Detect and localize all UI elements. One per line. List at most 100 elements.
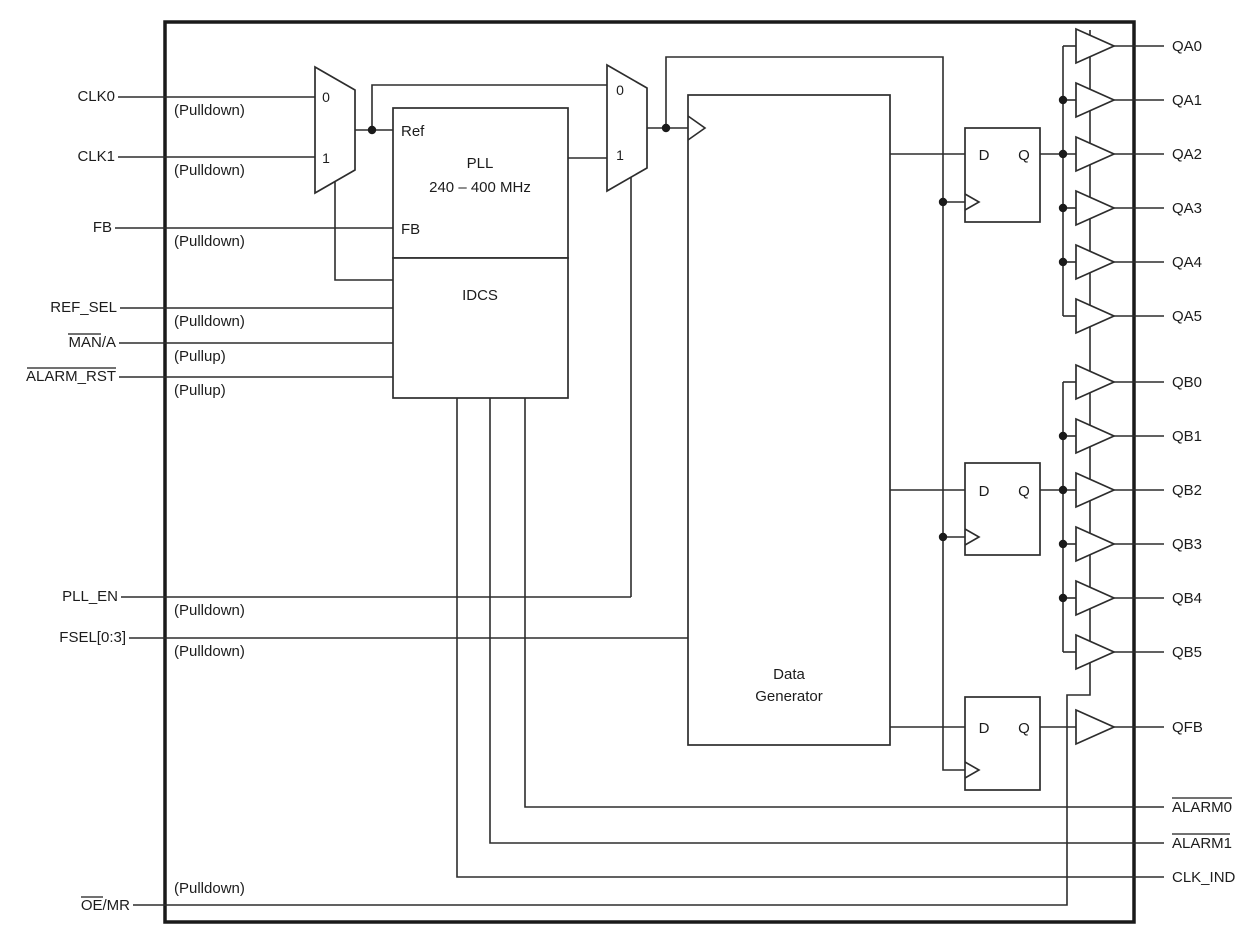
buffer-qfb-icon xyxy=(1075,708,1117,746)
blocks xyxy=(314,27,1117,791)
buffer-qa3-icon xyxy=(1075,189,1117,227)
junction-dot xyxy=(1058,95,1068,105)
buffer-qb5-icon xyxy=(1075,633,1117,671)
pin-label-qb3: QB3 xyxy=(1172,536,1202,553)
pull-note-ref-sel: (Pulldown) xyxy=(174,313,245,330)
pull-note-man-a: (Pullup) xyxy=(174,348,226,365)
buffer-qa1-icon xyxy=(1075,81,1117,119)
mux1-input-0-label: 0 xyxy=(322,89,330,105)
pin-label-clk0: CLK0 xyxy=(77,88,115,105)
clock-wedge-icon xyxy=(964,528,981,546)
buffer-qb2-icon xyxy=(1075,471,1117,509)
idcs-block xyxy=(392,257,569,399)
bypass-mux xyxy=(606,63,648,193)
pll-range: 240 – 400 MHz xyxy=(429,179,531,196)
pll-title: PLL xyxy=(467,155,494,172)
wires xyxy=(115,30,1164,906)
dff-qa-block xyxy=(964,127,1041,223)
pin-label-qb5: QB5 xyxy=(1172,644,1202,661)
wire-oe-mr xyxy=(133,30,1091,906)
pin-label-qa3: QA3 xyxy=(1172,200,1202,217)
mux2-input-0-label: 0 xyxy=(616,82,624,98)
dff-qfb-q-label: Q xyxy=(1018,720,1030,737)
buffer-qb0-icon xyxy=(1075,363,1117,401)
pin-label-clk1: CLK1 xyxy=(77,148,115,165)
pin-label-alarm1: ALARM1 xyxy=(1172,835,1232,852)
pull-note-fsel: (Pulldown) xyxy=(174,643,245,660)
pull-note-clk0: (Pulldown) xyxy=(174,102,245,119)
pin-label-qa2: QA2 xyxy=(1172,146,1202,163)
junction-dot xyxy=(1058,485,1068,495)
junction-dot xyxy=(1058,257,1068,267)
data-generator-title-line1: Data xyxy=(773,666,805,683)
pin-label-clk-ind: CLK_IND xyxy=(1172,869,1236,886)
buffer-qa0-icon xyxy=(1075,27,1117,65)
junction-dot xyxy=(938,197,948,207)
wire-clock-distribution xyxy=(665,56,965,771)
buffer-qb3-icon xyxy=(1075,525,1117,563)
mux1-input-1-label: 1 xyxy=(322,150,330,166)
dff-qb-block xyxy=(964,462,1041,556)
input-mux xyxy=(314,65,356,195)
pin-label-fsel: FSEL[0:3] xyxy=(59,629,126,646)
pin-label-qa5: QA5 xyxy=(1172,308,1202,325)
wire-alarm0 xyxy=(524,398,1164,808)
junction-dot xyxy=(1058,431,1068,441)
junction-dot xyxy=(1058,593,1068,603)
pin-label-qa0: QA0 xyxy=(1172,38,1202,55)
pin-label-qfb: QFB xyxy=(1172,719,1203,736)
pin-label-pll-en: PLL_EN xyxy=(62,588,118,605)
pin-label-fb: FB xyxy=(93,219,112,236)
junction-dot xyxy=(1058,203,1068,213)
dff-qa-d-label: D xyxy=(979,147,990,164)
pin-label-man-a: MAN/A xyxy=(68,334,116,351)
mux2-input-1-label: 1 xyxy=(616,147,624,163)
pll-fb-port-label: FB xyxy=(401,221,420,238)
pin-label-ref-sel: REF_SEL xyxy=(50,299,117,316)
idcs-title: IDCS xyxy=(462,287,498,304)
buffer-qb4-icon xyxy=(1075,579,1117,617)
buffer-qa5-icon xyxy=(1075,297,1117,335)
data-generator-title-line2: Generator xyxy=(755,688,823,705)
dff-qb-d-label: D xyxy=(979,483,990,500)
pull-note-fb: (Pulldown) xyxy=(174,233,245,250)
clock-wedge-icon xyxy=(964,193,981,211)
junction-dot xyxy=(1058,149,1068,159)
junction-dot xyxy=(938,532,948,542)
junction-dot xyxy=(1058,539,1068,549)
pin-label-qb1: QB1 xyxy=(1172,428,1202,445)
labels: CLK0 CLK1 FB REF_SEL MAN/A ALARM_RST PLL… xyxy=(26,38,1236,914)
pin-label-qb0: QB0 xyxy=(1172,374,1202,391)
junction-dot xyxy=(661,123,671,133)
pull-note-alarm-rst: (Pullup) xyxy=(174,382,226,399)
clock-wedge-icon xyxy=(964,761,981,779)
pin-label-alarm0: ALARM0 xyxy=(1172,799,1232,816)
dff-qfb-d-label: D xyxy=(979,720,990,737)
pull-note-clk1: (Pulldown) xyxy=(174,162,245,179)
pin-label-oe-mr: OE/MR xyxy=(81,897,130,914)
pll-block xyxy=(392,107,569,259)
wire-mux1-select xyxy=(334,181,393,281)
buffer-qb1-icon xyxy=(1075,417,1117,455)
chip-boundary xyxy=(163,20,1136,924)
pin-label-qa4: QA4 xyxy=(1172,254,1202,271)
data-generator-block xyxy=(687,94,891,746)
dff-qb-q-label: Q xyxy=(1018,483,1030,500)
pin-label-qb2: QB2 xyxy=(1172,482,1202,499)
buffer-qa2-icon xyxy=(1075,135,1117,173)
pin-label-qa1: QA1 xyxy=(1172,92,1202,109)
pin-label-alarm-rst: ALARM_RST xyxy=(26,368,116,385)
wire-mux1-to-mux2 xyxy=(371,84,607,130)
clock-wedge-icon xyxy=(687,115,707,141)
junction-dot xyxy=(367,125,377,135)
junctions xyxy=(367,95,1068,603)
dff-qa-q-label: Q xyxy=(1018,147,1030,164)
buffer-qa4-icon xyxy=(1075,243,1117,281)
pin-label-qb4: QB4 xyxy=(1172,590,1202,607)
pll-ref-port-label: Ref xyxy=(401,123,425,140)
wire-alarm1 xyxy=(489,398,1164,844)
pull-note-oe-mr: (Pulldown) xyxy=(174,880,245,897)
wire-clk-ind xyxy=(456,398,1164,878)
